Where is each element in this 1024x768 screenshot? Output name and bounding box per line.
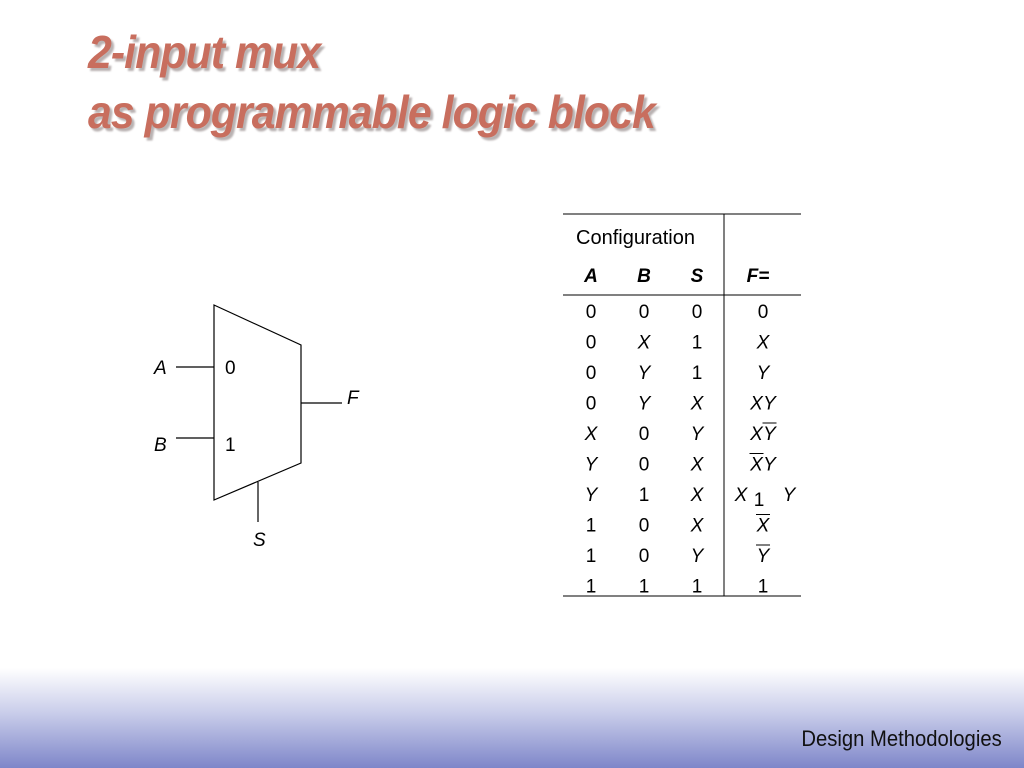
cell-s: 1: [692, 363, 703, 384]
cell-a: X: [584, 424, 599, 445]
cell-b: 0: [639, 455, 650, 476]
table-row: 1 0 Y Y: [586, 544, 771, 567]
cell-f-term: 0: [758, 302, 769, 323]
table-row: 1 1 1 1: [586, 577, 769, 598]
col-header-f: F=: [747, 266, 770, 287]
table-group-header: Configuration: [576, 227, 695, 249]
cell-f-term: Y: [763, 424, 777, 445]
cell-f-term: Y: [763, 394, 777, 415]
cell-f-term: X: [749, 455, 764, 476]
cell-a: 1: [586, 577, 597, 598]
label-select-s: S: [253, 530, 266, 551]
cell-s: 0: [692, 302, 703, 323]
cell-f-term: Y: [763, 455, 777, 476]
cell-a: Y: [585, 485, 599, 506]
cell-f-term: 1: [754, 490, 765, 511]
cell-a: 0: [586, 394, 597, 415]
label-sel-1: 1: [225, 435, 236, 456]
cell-s: X: [690, 485, 705, 506]
col-header-a: A: [583, 266, 598, 287]
col-header-b: B: [637, 266, 651, 287]
cell-a: 0: [586, 363, 597, 384]
cell-s: 1: [692, 333, 703, 354]
table-row: 0 Y 1 Y: [586, 363, 771, 384]
cell-f-term: X: [749, 424, 764, 445]
label-input-b: B: [154, 435, 167, 456]
cell-a: 0: [586, 333, 597, 354]
table-row: 0 0 0 0: [586, 302, 769, 323]
cell-f-term: Y: [783, 485, 797, 506]
cell-s: 1: [692, 577, 703, 598]
cell-b: 1: [639, 577, 650, 598]
slide-title: 2-input mux as programmable logic block: [88, 22, 656, 142]
cell-s: Y: [691, 546, 705, 567]
cell-f-term: 1: [758, 577, 769, 598]
cell-b: 0: [639, 546, 650, 567]
cell-s: X: [690, 394, 705, 415]
title-line-1: 2-input mux: [88, 26, 321, 78]
label-sel-0: 0: [225, 358, 236, 379]
table-row: 0 X 1 X: [586, 333, 771, 354]
col-header-s: S: [691, 266, 704, 287]
cell-b: 0: [639, 302, 650, 323]
cell-a: 0: [586, 302, 597, 323]
footer-band: [0, 668, 1024, 768]
cell-b: Y: [638, 363, 652, 384]
cell-f-term: Y: [757, 546, 771, 567]
cell-s: X: [690, 516, 705, 537]
title-line-2: as programmable logic block: [88, 86, 656, 138]
footer-text: Design Methodologies: [801, 726, 1002, 751]
cell-a: Y: [585, 455, 599, 476]
cell-b: Y: [638, 394, 652, 415]
label-output-f: F: [347, 388, 360, 409]
cell-s: Y: [691, 424, 705, 445]
cell-f-term: X: [734, 485, 749, 506]
cell-s: X: [690, 455, 705, 476]
cell-b: X: [637, 333, 652, 354]
cell-b: 0: [639, 516, 650, 537]
cell-f-term: Y: [757, 363, 771, 384]
cell-f-term: X: [749, 394, 764, 415]
table-row: 1 0 X X: [586, 514, 771, 537]
cell-b: 1: [639, 485, 650, 506]
cell-a: 1: [586, 516, 597, 537]
label-input-a: A: [153, 358, 167, 379]
mux-body: [213, 304, 302, 501]
cell-a: 1: [586, 546, 597, 567]
cell-b: 0: [639, 424, 650, 445]
cell-f-term: X: [756, 333, 771, 354]
cell-f-term: X: [756, 516, 771, 537]
